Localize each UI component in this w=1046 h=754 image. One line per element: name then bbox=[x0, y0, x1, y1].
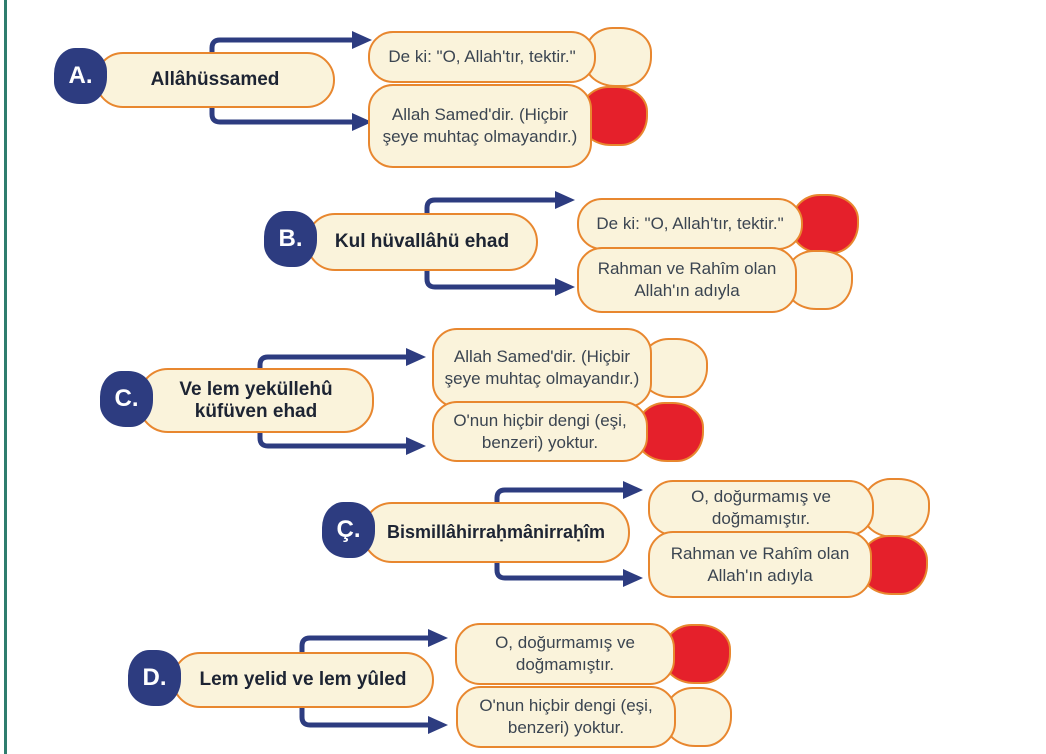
match-marker[interactable] bbox=[663, 624, 731, 684]
match-option-text: De ki: "O, Allah'tır, tektir." bbox=[577, 198, 803, 250]
match-option-text: O'nun hiçbir dengi (eşi, benzeri) yoktur… bbox=[432, 401, 648, 462]
match-option[interactable]: O, doğurmamış ve doğmamıştır. bbox=[648, 478, 930, 538]
item-term-a: Allâhüssamed bbox=[95, 52, 335, 108]
match-option[interactable]: O'nun hiçbir dengi (eşi, benzeri) yoktur… bbox=[456, 686, 732, 748]
match-option-text: Rahman ve Rahîm olan Allah'ın adıyla bbox=[577, 247, 797, 313]
match-option-text: Allah Samed'dir. (Hiçbir şeye muhtaç olm… bbox=[368, 84, 592, 168]
match-option-text: O, doğurmamış ve doğmamıştır. bbox=[455, 623, 675, 685]
match-option[interactable]: Allah Samed'dir. (Hiçbir şeye muhtaç olm… bbox=[368, 84, 648, 168]
match-option[interactable]: O'nun hiçbir dengi (eşi, benzeri) yoktur… bbox=[432, 401, 704, 462]
item-term-b: Kul hüvallâhü ehad bbox=[306, 213, 538, 271]
item-term-cc: Bismillâhirraḥmânirraḥîm bbox=[362, 502, 630, 563]
arrow-head bbox=[428, 629, 448, 647]
match-option[interactable]: Rahman ve Rahîm olan Allah'ın adıyla bbox=[577, 247, 853, 313]
match-option[interactable]: Rahman ve Rahîm olan Allah'ın adıyla bbox=[648, 531, 928, 598]
arrow-head bbox=[406, 348, 426, 366]
match-option[interactable]: De ki: "O, Allah'tır, tektir." bbox=[577, 194, 859, 254]
match-option-text: Allah Samed'dir. (Hiçbir şeye muhtaç olm… bbox=[432, 328, 652, 408]
arrow-head bbox=[623, 569, 643, 587]
match-option-text: O, doğurmamış ve doğmamıştır. bbox=[648, 480, 874, 536]
item-term-d: Lem yelid ve lem yûled bbox=[172, 652, 434, 708]
item-term-c: Ve lem yeküllehû küfüven ehad bbox=[138, 368, 374, 433]
match-option[interactable]: O, doğurmamış ve doğmamıştır. bbox=[455, 623, 731, 685]
item-letter-b: B. bbox=[264, 211, 317, 267]
item-letter-d: D. bbox=[128, 650, 181, 706]
arrow-head bbox=[623, 481, 643, 499]
arrow-head bbox=[555, 278, 575, 296]
arrow-head bbox=[428, 716, 448, 734]
match-option-text: Rahman ve Rahîm olan Allah'ın adıyla bbox=[648, 531, 872, 598]
match-option-text: De ki: "O, Allah'tır, tektir." bbox=[368, 31, 596, 83]
match-option-text: O'nun hiçbir dengi (eşi, benzeri) yoktur… bbox=[456, 686, 676, 748]
page-edge-line bbox=[4, 0, 7, 754]
match-option[interactable]: De ki: "O, Allah'tır, tektir." bbox=[368, 27, 652, 87]
item-letter-cc: Ç. bbox=[322, 502, 375, 558]
arrow-head bbox=[406, 437, 426, 455]
match-option[interactable]: Allah Samed'dir. (Hiçbir şeye muhtaç olm… bbox=[432, 328, 708, 408]
item-letter-c: C. bbox=[100, 371, 153, 427]
item-letter-a: A. bbox=[54, 48, 107, 104]
arrow-head bbox=[555, 191, 575, 209]
